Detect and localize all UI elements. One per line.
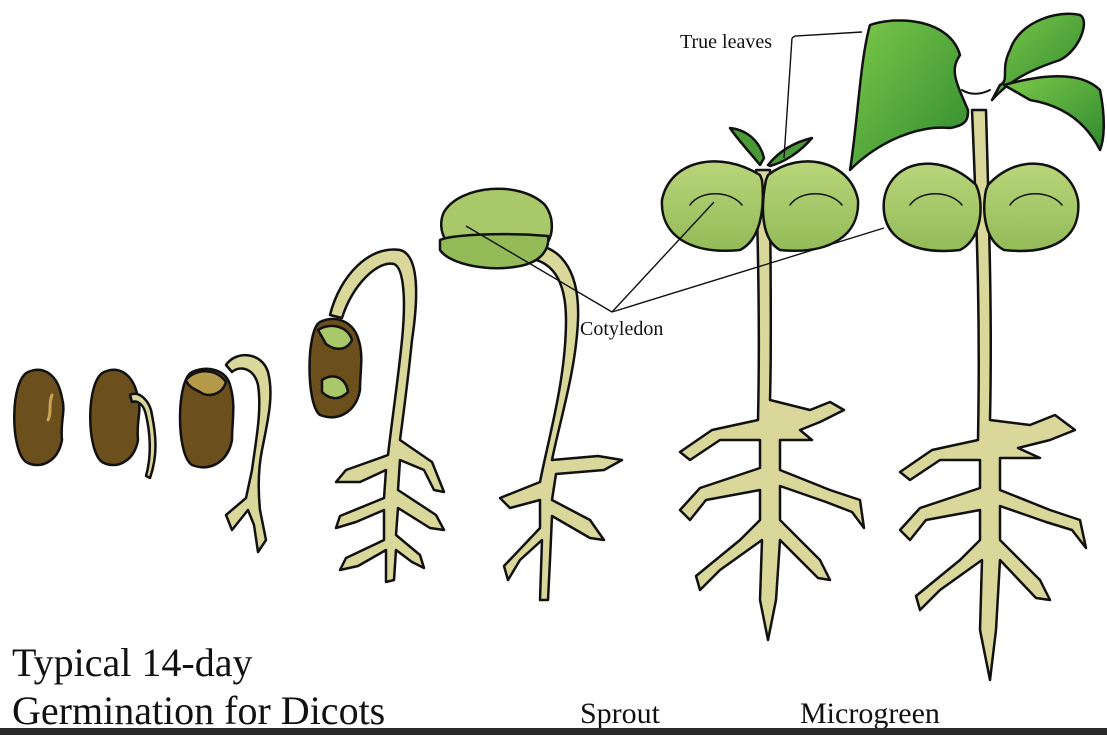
- stage-2-seed-radicle: [90, 370, 155, 478]
- label-sprout: Sprout: [580, 697, 661, 730]
- caption-line-2: Germination for Dicots: [12, 688, 385, 733]
- stage-4-hooked-stem: [310, 249, 445, 582]
- stage-1-seed: [14, 370, 63, 465]
- label-true-leaves: True leaves: [680, 31, 772, 53]
- label-cotyledon: Cotyledon: [580, 318, 663, 340]
- caption-line-1: Typical 14-day: [12, 640, 252, 685]
- stage-7-microgreen: [850, 14, 1104, 680]
- stage-5-sprout: [440, 189, 622, 600]
- bottom-border: [0, 728, 1107, 735]
- stage-3-seed-root: [180, 355, 270, 552]
- stage-6-seedling: [662, 128, 864, 640]
- label-microgreen: Microgreen: [800, 697, 940, 730]
